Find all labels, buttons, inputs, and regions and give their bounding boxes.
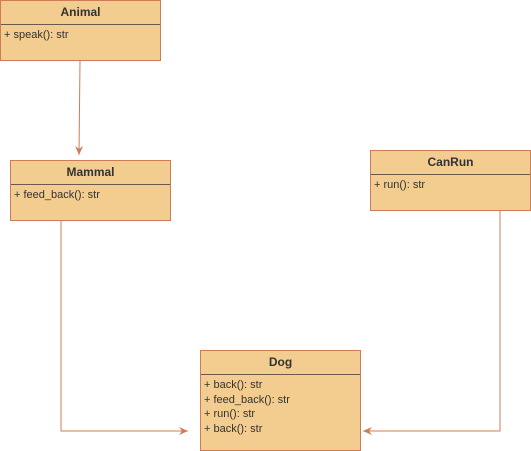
method-run: + run(): str — [204, 408, 256, 420]
class-mammal-methods: + feed_back(): str — [11, 185, 170, 203]
connector-mammal-to-dog — [60, 221, 188, 435]
class-mammal-name: Mammal — [11, 161, 170, 185]
method-feed-back: + feed_back(): str — [204, 393, 290, 406]
method-feed-back: + feed_back(): str — [14, 189, 100, 201]
class-dog[interactable]: Dog + back(): str + feed_back(): str + r… — [200, 350, 361, 451]
method-speak: + speak(): str — [4, 29, 69, 41]
class-animal-name: Animal — [1, 1, 160, 25]
class-canrun[interactable]: CanRun + run(): str — [370, 150, 531, 211]
method-back-2: + back(): str — [204, 422, 263, 435]
class-canrun-methods: + run(): str — [371, 175, 530, 193]
class-dog-name: Dog — [201, 351, 360, 375]
method-run: + run(): str — [374, 179, 426, 191]
connector-animal-to-mammal — [75, 60, 84, 156]
class-canrun-name: CanRun — [371, 151, 530, 175]
class-dog-methods: + back(): str + feed_back(): str + run()… — [201, 375, 360, 436]
method-back: + back(): str — [204, 379, 263, 391]
class-mammal[interactable]: Mammal + feed_back(): str — [10, 160, 171, 221]
class-animal[interactable]: Animal + speak(): str — [0, 0, 161, 61]
connector-canrun-to-dog — [363, 211, 501, 435]
class-animal-methods: + speak(): str — [1, 25, 160, 43]
